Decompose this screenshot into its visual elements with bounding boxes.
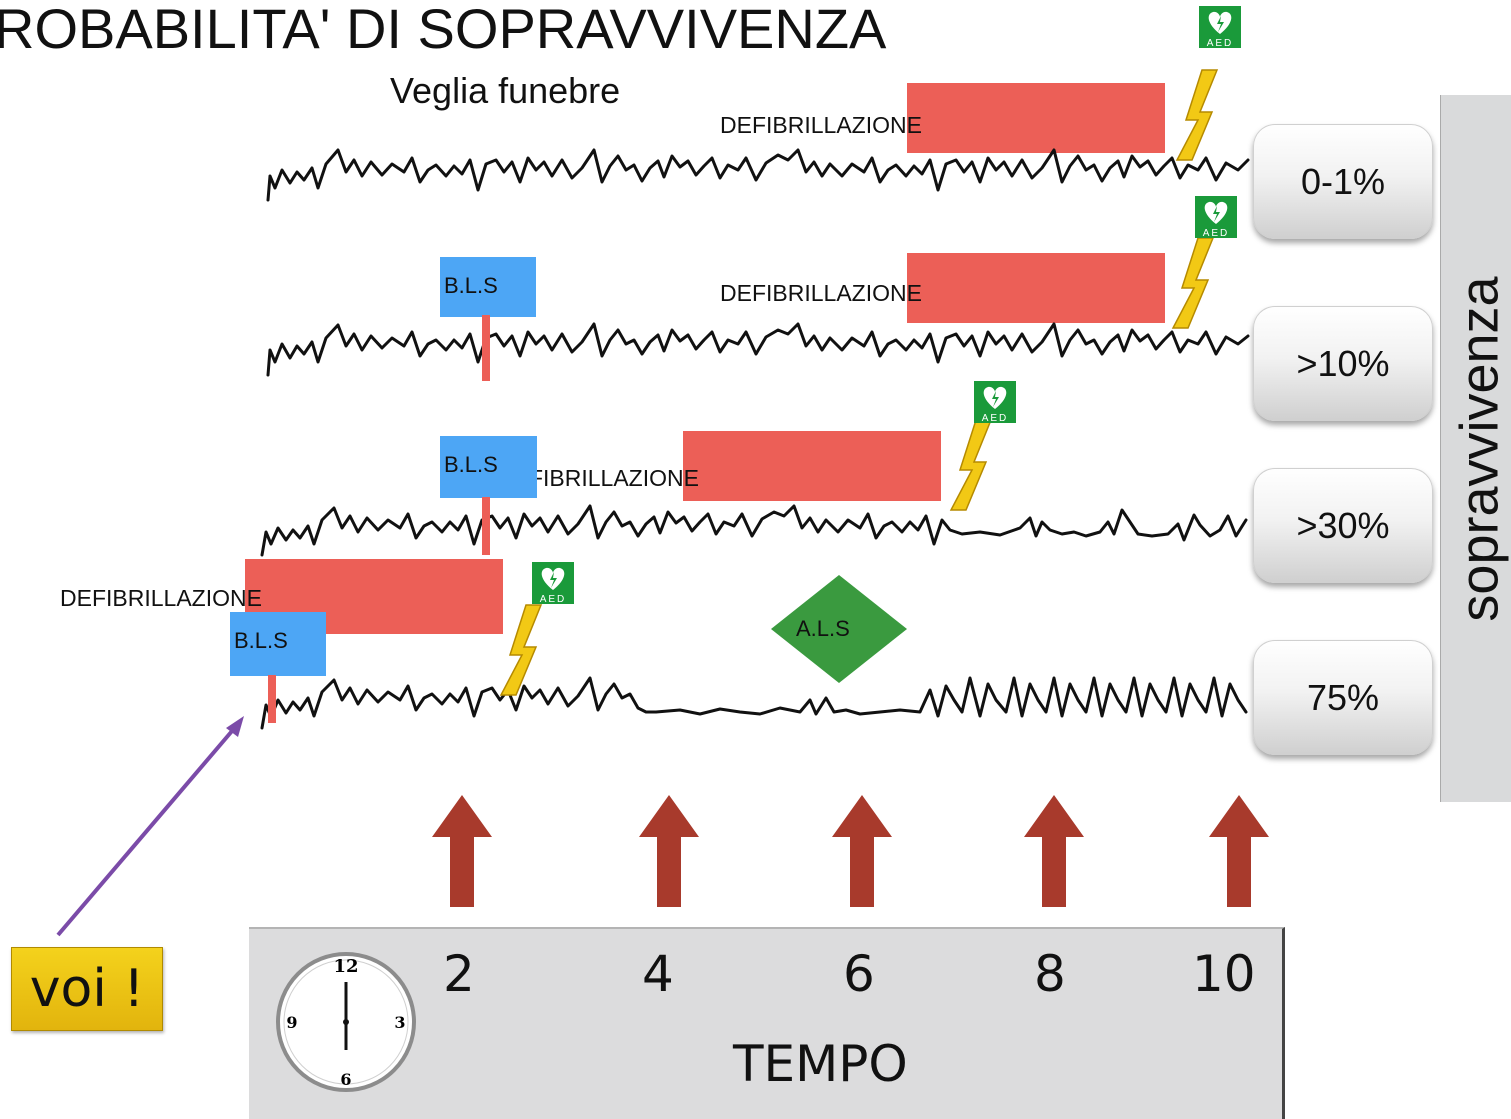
up-arrow-icon-6 — [832, 795, 892, 907]
subtitle: Veglia funebre — [390, 70, 621, 111]
you-label: voi ! — [11, 947, 163, 1031]
bls-box-row3: B.L.S — [440, 436, 537, 498]
aed-icon-row4 — [532, 562, 574, 605]
als-diamond — [771, 575, 907, 683]
time-tick-8: 8 — [1034, 945, 1066, 1003]
survival-pill-row2: >10% — [1253, 306, 1433, 421]
clock-icon: 12 6 9 3 — [276, 952, 416, 1092]
defibrillation-label-row4: DEFIBRILLAZIONE — [60, 585, 262, 611]
ecg-trace-row1 — [266, 148, 1250, 202]
up-arrow-icon-8 — [1024, 795, 1084, 907]
aed-icon-row2 — [1195, 196, 1237, 239]
defibrillation-bar-row2 — [907, 253, 1165, 323]
aed-icon-row3 — [974, 381, 1016, 424]
ecg-trace-row2 — [266, 322, 1250, 377]
up-arrow-icon-10 — [1209, 795, 1269, 907]
up-arrow-icon-2 — [432, 795, 492, 907]
bls-marker-row4 — [268, 675, 276, 723]
lightning-icon-row3 — [950, 419, 992, 511]
time-axis-panel — [249, 927, 1285, 1119]
svg-text:6: 6 — [340, 1070, 351, 1089]
svg-text:9: 9 — [286, 1013, 297, 1032]
time-tick-2: 2 — [443, 945, 475, 1003]
bls-marker-row3 — [482, 497, 490, 555]
survival-pill-row3: >30% — [1253, 468, 1433, 583]
defibrillation-bar-row3 — [683, 431, 941, 501]
svg-text:3: 3 — [394, 1013, 405, 1032]
bls-box-row4: B.L.S — [230, 612, 326, 676]
time-tick-4: 4 — [642, 945, 674, 1003]
defibrillation-label-row1: DEFIBRILLAZIONE — [720, 112, 922, 138]
aed-icon-row1 — [1199, 6, 1241, 49]
ecg-trace-row4 — [260, 676, 1248, 730]
time-tick-10: 10 — [1192, 945, 1256, 1003]
survival-pill-row4: 75% — [1253, 640, 1433, 755]
page-title: ROBABILITA' DI SOPRAVVIVENZA — [0, 0, 887, 60]
bls-marker-row2 — [482, 315, 490, 381]
up-arrow-icon-4 — [639, 795, 699, 907]
lightning-icon-row2 — [1172, 237, 1214, 329]
ecg-traces — [260, 148, 1250, 730]
lightning-icon-row4 — [500, 604, 542, 696]
defibrillation-label-row2: DEFIBRILLAZIONE — [720, 280, 922, 306]
bls-box-row2: B.L.S — [440, 257, 536, 317]
lightning-icon-row1 — [1176, 69, 1218, 161]
svg-text:12: 12 — [333, 956, 358, 977]
defibrillation-bar-row1 — [907, 83, 1165, 153]
ecg-trace-row3 — [260, 504, 1248, 557]
pointer-arrow — [56, 722, 240, 937]
time-tick-6: 6 — [843, 945, 875, 1003]
survival-pill-row1: 0-1% — [1253, 124, 1433, 239]
als-label: A.L.S — [796, 616, 850, 641]
time-axis-label: TEMPO — [733, 1035, 908, 1093]
pointer-arrowhead — [226, 716, 244, 737]
survival-band — [1440, 95, 1511, 802]
